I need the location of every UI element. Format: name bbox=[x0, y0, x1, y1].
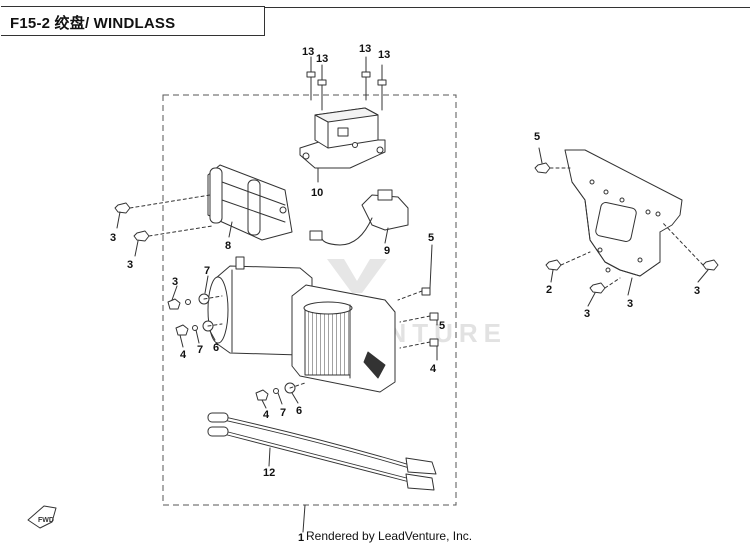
fasteners-lower bbox=[255, 382, 306, 401]
callout-5-lower: 6 bbox=[296, 405, 302, 417]
callout-13a: 13 bbox=[302, 46, 314, 58]
callout-7-lower: 4 bbox=[263, 409, 270, 421]
callout-3-right-c: 3 bbox=[694, 285, 700, 297]
callout-2: 3 bbox=[627, 298, 633, 310]
callout-1: 1 bbox=[298, 532, 304, 544]
contactor-box bbox=[299, 107, 386, 169]
callout-3-left-a: 3 bbox=[110, 232, 116, 244]
render-credit: Rendered by LeadVenture, Inc. bbox=[306, 529, 473, 543]
watermark-logo-icon bbox=[322, 255, 392, 300]
mounting-plate bbox=[564, 149, 683, 277]
winch-drum bbox=[291, 284, 396, 393]
callout-7-upper: 3 bbox=[172, 276, 178, 288]
callout-4-middle: 5 bbox=[439, 320, 445, 332]
callout-13b: 13 bbox=[316, 53, 328, 65]
callout-3-right-a: 2 bbox=[546, 284, 552, 296]
callout-5-upper: 7 bbox=[204, 265, 210, 277]
callout-5-middle: 6 bbox=[213, 342, 219, 354]
callout-4-lower: 4 bbox=[430, 363, 437, 375]
callout-6-middle: 7 bbox=[197, 344, 203, 356]
roller-fairlead bbox=[207, 164, 293, 241]
callout-8: 8 bbox=[225, 240, 231, 252]
assembly-border bbox=[162, 94, 457, 506]
callout-13d: 13 bbox=[378, 49, 390, 61]
callout-4-upper: 5 bbox=[428, 232, 434, 244]
callout-3-right-top: 5 bbox=[534, 131, 540, 143]
callout-12: 12 bbox=[263, 467, 275, 479]
bolts-4 bbox=[397, 287, 439, 349]
solenoid-part bbox=[309, 189, 409, 246]
callout-3-right-b: 3 bbox=[584, 308, 590, 320]
callout-6-lower: 7 bbox=[280, 407, 286, 419]
page-title: F15-2 绞盘/ WINDLASS bbox=[10, 15, 176, 32]
svg-text:FWD: FWD bbox=[38, 517, 54, 524]
fasteners-middle bbox=[175, 320, 223, 336]
callout-10: 10 bbox=[311, 187, 323, 199]
screws-3-left bbox=[114, 194, 213, 242]
title-tab: F15-2 绞盘/ WINDLASS bbox=[1, 6, 265, 36]
fwd-arrow-icon: FWD bbox=[27, 505, 57, 529]
callout-3-left-b: 3 bbox=[127, 259, 133, 271]
battery-cables bbox=[207, 412, 437, 491]
callout-13c: 13 bbox=[359, 43, 371, 55]
screws-3-right bbox=[534, 162, 719, 294]
callout-9: 9 bbox=[384, 245, 390, 257]
callout-7-middle: 4 bbox=[180, 349, 187, 361]
header-rule bbox=[265, 7, 750, 8]
fasteners-upper bbox=[167, 293, 223, 310]
leader-lines bbox=[116, 56, 709, 533]
screws-13 bbox=[306, 71, 387, 111]
